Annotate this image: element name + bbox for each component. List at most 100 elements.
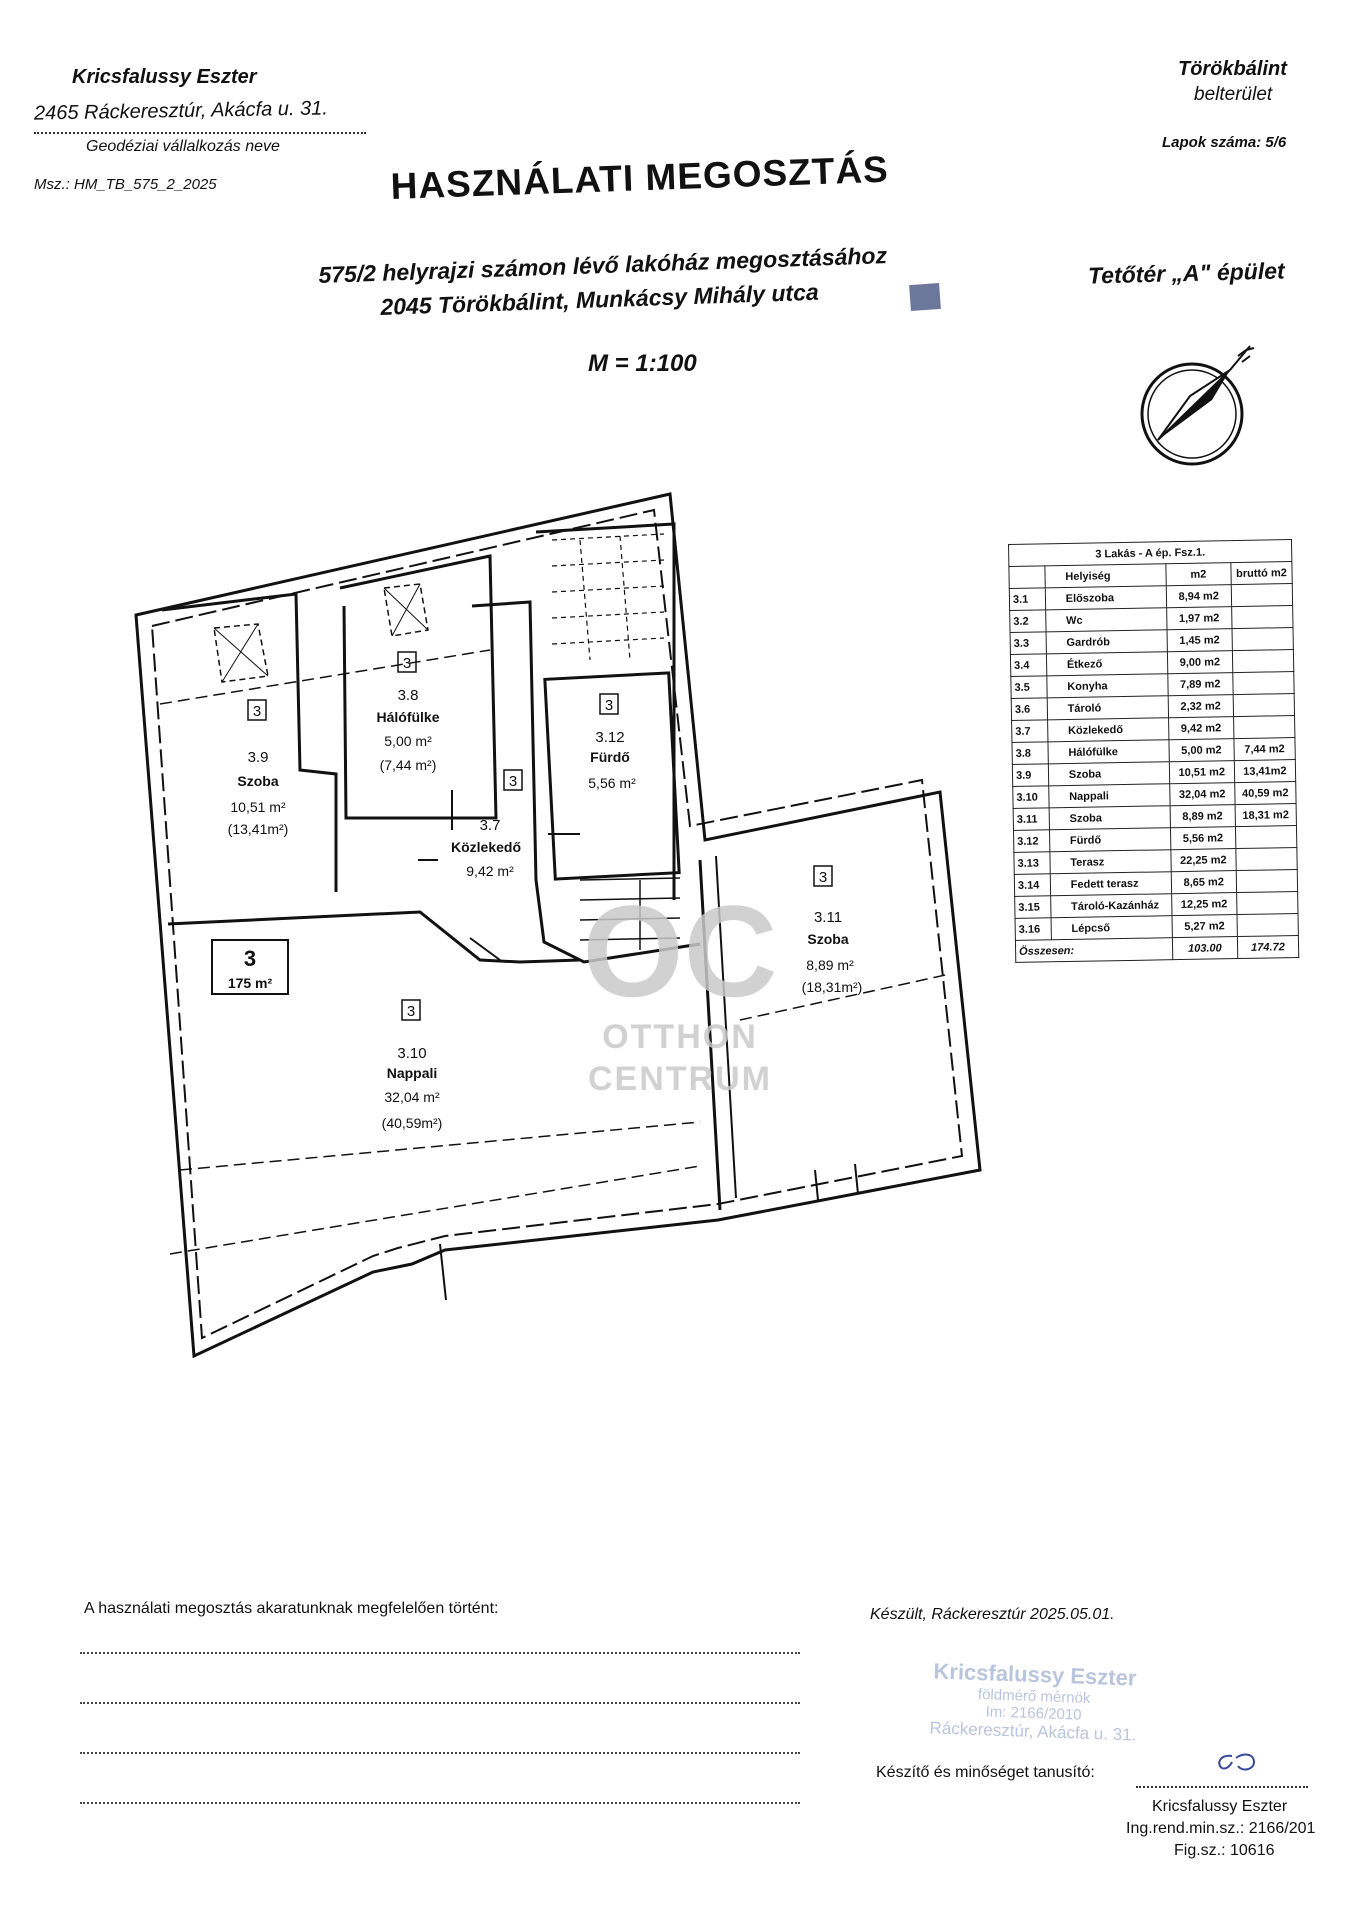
svg-text:8,89 m²: 8,89 m²: [806, 957, 854, 973]
svg-text:Szoba: Szoba: [807, 931, 848, 947]
table-cell-num: 3.5: [1010, 675, 1047, 699]
table-cell-num: 3.1: [1009, 587, 1046, 611]
room-label-3-12: 3.12 Fürdő 5,56 m²: [588, 729, 636, 791]
table-cell-brutto: [1233, 715, 1295, 739]
svg-text:3: 3: [509, 773, 517, 790]
msz-code: Msz.: HM_TB_575_2_2025: [34, 176, 217, 193]
plan-slope-line-2: [169, 1165, 701, 1255]
table-cell-num: 3.10: [1012, 785, 1049, 809]
plan-skylight-1: [213, 623, 269, 683]
signature-line-3: [80, 1752, 800, 1754]
plan-wall-3-12: [543, 671, 681, 881]
plan-door-6: [854, 1163, 859, 1195]
plan-door-3: [469, 937, 501, 961]
table-cell-brutto: [1232, 649, 1294, 673]
room-marker-3-8: 3: [397, 651, 417, 673]
table-cell-num: 3.11: [1013, 807, 1050, 831]
table-cell-num: 3.9: [1012, 763, 1049, 787]
svg-text:3.12: 3.12: [595, 729, 624, 746]
svg-text:3: 3: [605, 697, 613, 714]
table-cell-name: Nappali: [1048, 783, 1170, 808]
svg-text:Nappali: Nappali: [387, 1065, 438, 1081]
table-cell-brutto: 7,44 m2: [1233, 737, 1296, 761]
table-total-label: Összesen:: [1015, 937, 1173, 963]
table-cell-m2: 1,45 m2: [1166, 628, 1233, 652]
table-cell-brutto: 13,41m2: [1234, 759, 1296, 783]
certifier-label: Készítő és minőséget tanusító:: [876, 1764, 1095, 1781]
table-cell-name: Fürdő: [1049, 827, 1171, 852]
table-cell-m2: 9,00 m2: [1167, 650, 1233, 674]
north-arrow-icon: [1140, 345, 1255, 466]
table-header-room: Helyiség: [1044, 563, 1167, 588]
svg-text:5,56 m²: 5,56 m²: [588, 775, 636, 791]
svg-text:3.11: 3.11: [814, 909, 842, 926]
table-cell-num: 3.15: [1014, 895, 1051, 919]
table-cell-m2: 8,94 m2: [1166, 584, 1232, 608]
watermark-line1: OTTHON: [602, 1018, 758, 1056]
plan-wall-3-8: [339, 554, 498, 820]
room-label-3-11: 3.11 Szoba 8,89 m² (18,31m²): [802, 909, 863, 995]
table-cell-m2: 5,00 m2: [1168, 738, 1235, 762]
official-stamp: Kricsfalussy Eszter földmérő mérnök Im: …: [903, 1657, 1166, 1746]
plan-wall-3-7: [471, 600, 701, 964]
plan-skylight-2: [383, 583, 429, 637]
signature-line-4: [80, 1802, 800, 1804]
table-cell-name: Lépcső: [1050, 915, 1173, 940]
table-cell-name: Közlekedő: [1047, 717, 1169, 742]
room-label-3-8: 3.8 Hálófülke 5,00 m² (7,44 m²): [376, 687, 439, 773]
room-marker-3-7: 3: [503, 769, 523, 791]
table-cell-name: Wc: [1045, 607, 1167, 632]
svg-text:(18,31m²): (18,31m²): [802, 979, 863, 995]
table-cell-name: Előszoba: [1045, 585, 1167, 610]
plan-outer-wall: [134, 492, 982, 1359]
svg-text:5,00 m²: 5,00 m²: [384, 733, 432, 749]
table-cell-num: 3.12: [1013, 829, 1050, 853]
svg-text:Hálófülke: Hálófülke: [376, 709, 439, 725]
plan-door-5: [814, 1169, 819, 1201]
table-cell-brutto: [1236, 913, 1299, 937]
table-cell-name: Fedett terasz: [1050, 871, 1172, 896]
location-town: Törökbálint: [1178, 58, 1287, 80]
company-name: Kricsfalussy Eszter: [72, 66, 257, 88]
table-cell-brutto: [1232, 671, 1295, 695]
table-cell-brutto: [1235, 847, 1298, 871]
table-cell-num: 3.6: [1011, 697, 1048, 721]
room-label-3-7: 3.7 Közlekedő 9,42 m²: [451, 817, 521, 879]
svg-text:(13,41m²): (13,41m²): [228, 821, 289, 837]
signer-fig-number: Fig.sz.: 10616: [1174, 1842, 1275, 1859]
table-cell-m2: 8,89 m2: [1169, 804, 1236, 828]
svg-text:10,51 m²: 10,51 m²: [230, 799, 286, 815]
table-cell-brutto: [1231, 605, 1294, 629]
watermark-logo: OC: [583, 878, 778, 1024]
unit-badge-area: 175 m²: [228, 975, 273, 991]
svg-text:3.10: 3.10: [397, 1045, 426, 1062]
signature-line-2: [80, 1702, 800, 1704]
table-cell-name: Tároló-Kazánház: [1050, 893, 1172, 918]
table-cell-name: Hálófülke: [1047, 739, 1170, 764]
svg-text:3: 3: [819, 869, 827, 886]
location-area: belterület: [1194, 84, 1273, 105]
plan-inner-wall: [150, 508, 964, 1340]
svg-text:Közlekedő: Közlekedő: [451, 839, 521, 855]
table-cell-name: Gardrób: [1045, 629, 1168, 654]
room-label-3-9: 3.9 Szoba 10,51 m² (13,41m²): [228, 749, 289, 837]
table-cell-m2: 22,25 m2: [1170, 848, 1236, 872]
table-cell-num: 3.8: [1011, 741, 1049, 765]
plan-slope-line-3: [179, 1121, 701, 1171]
table-header-brutto: bruttó m2: [1230, 561, 1293, 585]
table-cell-brutto: [1235, 825, 1297, 849]
svg-text:32,04 m²: 32,04 m²: [384, 1089, 440, 1105]
table-cell-m2: 9,42 m2: [1168, 716, 1234, 740]
table-header-num: [1008, 565, 1046, 589]
table-cell-brutto: 18,31 m2: [1234, 803, 1297, 827]
room-label-3-10: 3.10 Nappali 32,04 m² (40,59m²): [382, 1045, 443, 1131]
table-cell-m2: 5,56 m2: [1170, 826, 1236, 850]
plan-door-4: [439, 1243, 447, 1301]
table-cell-m2: 32,04 m2: [1169, 782, 1235, 806]
table-cell-name: Tároló: [1046, 695, 1169, 720]
table-cell-m2: 2,32 m2: [1167, 694, 1234, 718]
building-label: Tetőtér „A" épület: [1087, 257, 1285, 289]
table-cell-num: 3.2: [1009, 609, 1046, 633]
table-cell-num: 3.16: [1015, 917, 1052, 941]
